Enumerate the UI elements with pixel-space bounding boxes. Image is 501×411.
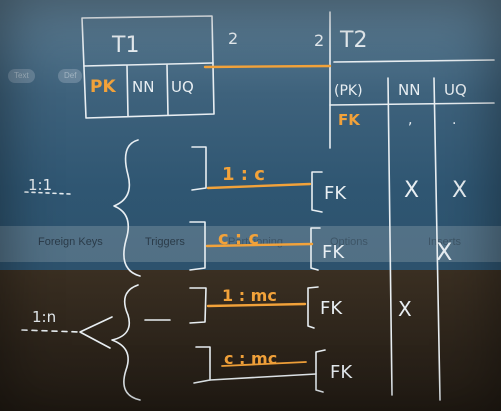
one-to-one-dash [24, 191, 71, 195]
crowfoot-mark [79, 316, 113, 349]
bracket-row1 [191, 146, 207, 191]
t1-outline [81, 15, 215, 119]
row2-underline [205, 242, 314, 248]
faded-tab-options: Options [330, 236, 368, 248]
relation-label-row1: 1 : c [222, 164, 265, 185]
t2-row-uq: . [452, 112, 456, 128]
fk-bracket-row3 [307, 286, 319, 329]
faded-tab-foreign-keys: Foreign Keys [38, 236, 103, 248]
t1-col-pk: PK [90, 77, 116, 97]
t2-col-divider-2 [433, 77, 441, 401]
key-label-row1: FK [324, 183, 347, 204]
faded-pill-def: Def [58, 69, 83, 83]
fk-bracket-row1 [311, 171, 323, 213]
faded-tab-triggers: Triggers [145, 236, 185, 248]
relation-label-row3: 1 : mc [222, 286, 277, 305]
nn-mark-row3: X [398, 297, 412, 321]
t2-col-uq: UQ [444, 81, 467, 99]
row3-underline [206, 302, 307, 308]
relation-line [203, 64, 332, 69]
bracket-row2 [189, 221, 206, 271]
t2-name: T2 [339, 28, 367, 53]
nn-mark-row1: X [404, 178, 419, 203]
t1-col-divider-1 [126, 65, 129, 117]
t1-name: T1 [111, 33, 139, 58]
link-left-label: 2 [228, 29, 238, 48]
bracket-row3 [189, 287, 207, 324]
row1-underline [206, 182, 312, 190]
dark-lower-area [0, 270, 501, 411]
key-label-row2: FK [322, 242, 345, 263]
row4-orange-underline [221, 361, 307, 367]
brace-one-to-n [111, 284, 141, 401]
fk-bracket-row2 [310, 227, 321, 271]
t2-row-nn: , [408, 112, 412, 128]
one-to-n-dash [21, 329, 81, 333]
t2-col-pk: (PK) [334, 83, 363, 99]
t1-col-uq: UQ [171, 78, 194, 96]
key-label-row3: FK [320, 298, 343, 319]
t2-header-line [333, 59, 495, 63]
key-label-row4: FK [330, 362, 353, 383]
bracket-row4 [193, 346, 211, 384]
relation-label-row4: c : mc [224, 349, 277, 368]
uq-mark-row2: X [436, 238, 452, 266]
group-label-one-to-n: 1:n [32, 308, 56, 326]
t1-col-divider-2 [166, 64, 169, 116]
group-label-one-to-one: 1:1 [28, 176, 52, 194]
t1-header-line [83, 62, 214, 67]
fk-bracket-row4 [315, 349, 326, 393]
t2-row-line [329, 102, 495, 106]
relation-label-row2: c : c [218, 228, 259, 249]
row4-underline [209, 373, 317, 381]
t2-col-divider-1 [387, 77, 393, 396]
link-right-label: 2 [314, 31, 324, 50]
t2-col-nn: NN [398, 81, 420, 99]
t1-col-nn: NN [132, 78, 154, 96]
faded-pill-text: Text [8, 69, 35, 83]
brace-one-to-one [113, 139, 141, 277]
uq-mark-row1: X [452, 178, 467, 203]
t2-row-fk: FK [338, 111, 361, 129]
